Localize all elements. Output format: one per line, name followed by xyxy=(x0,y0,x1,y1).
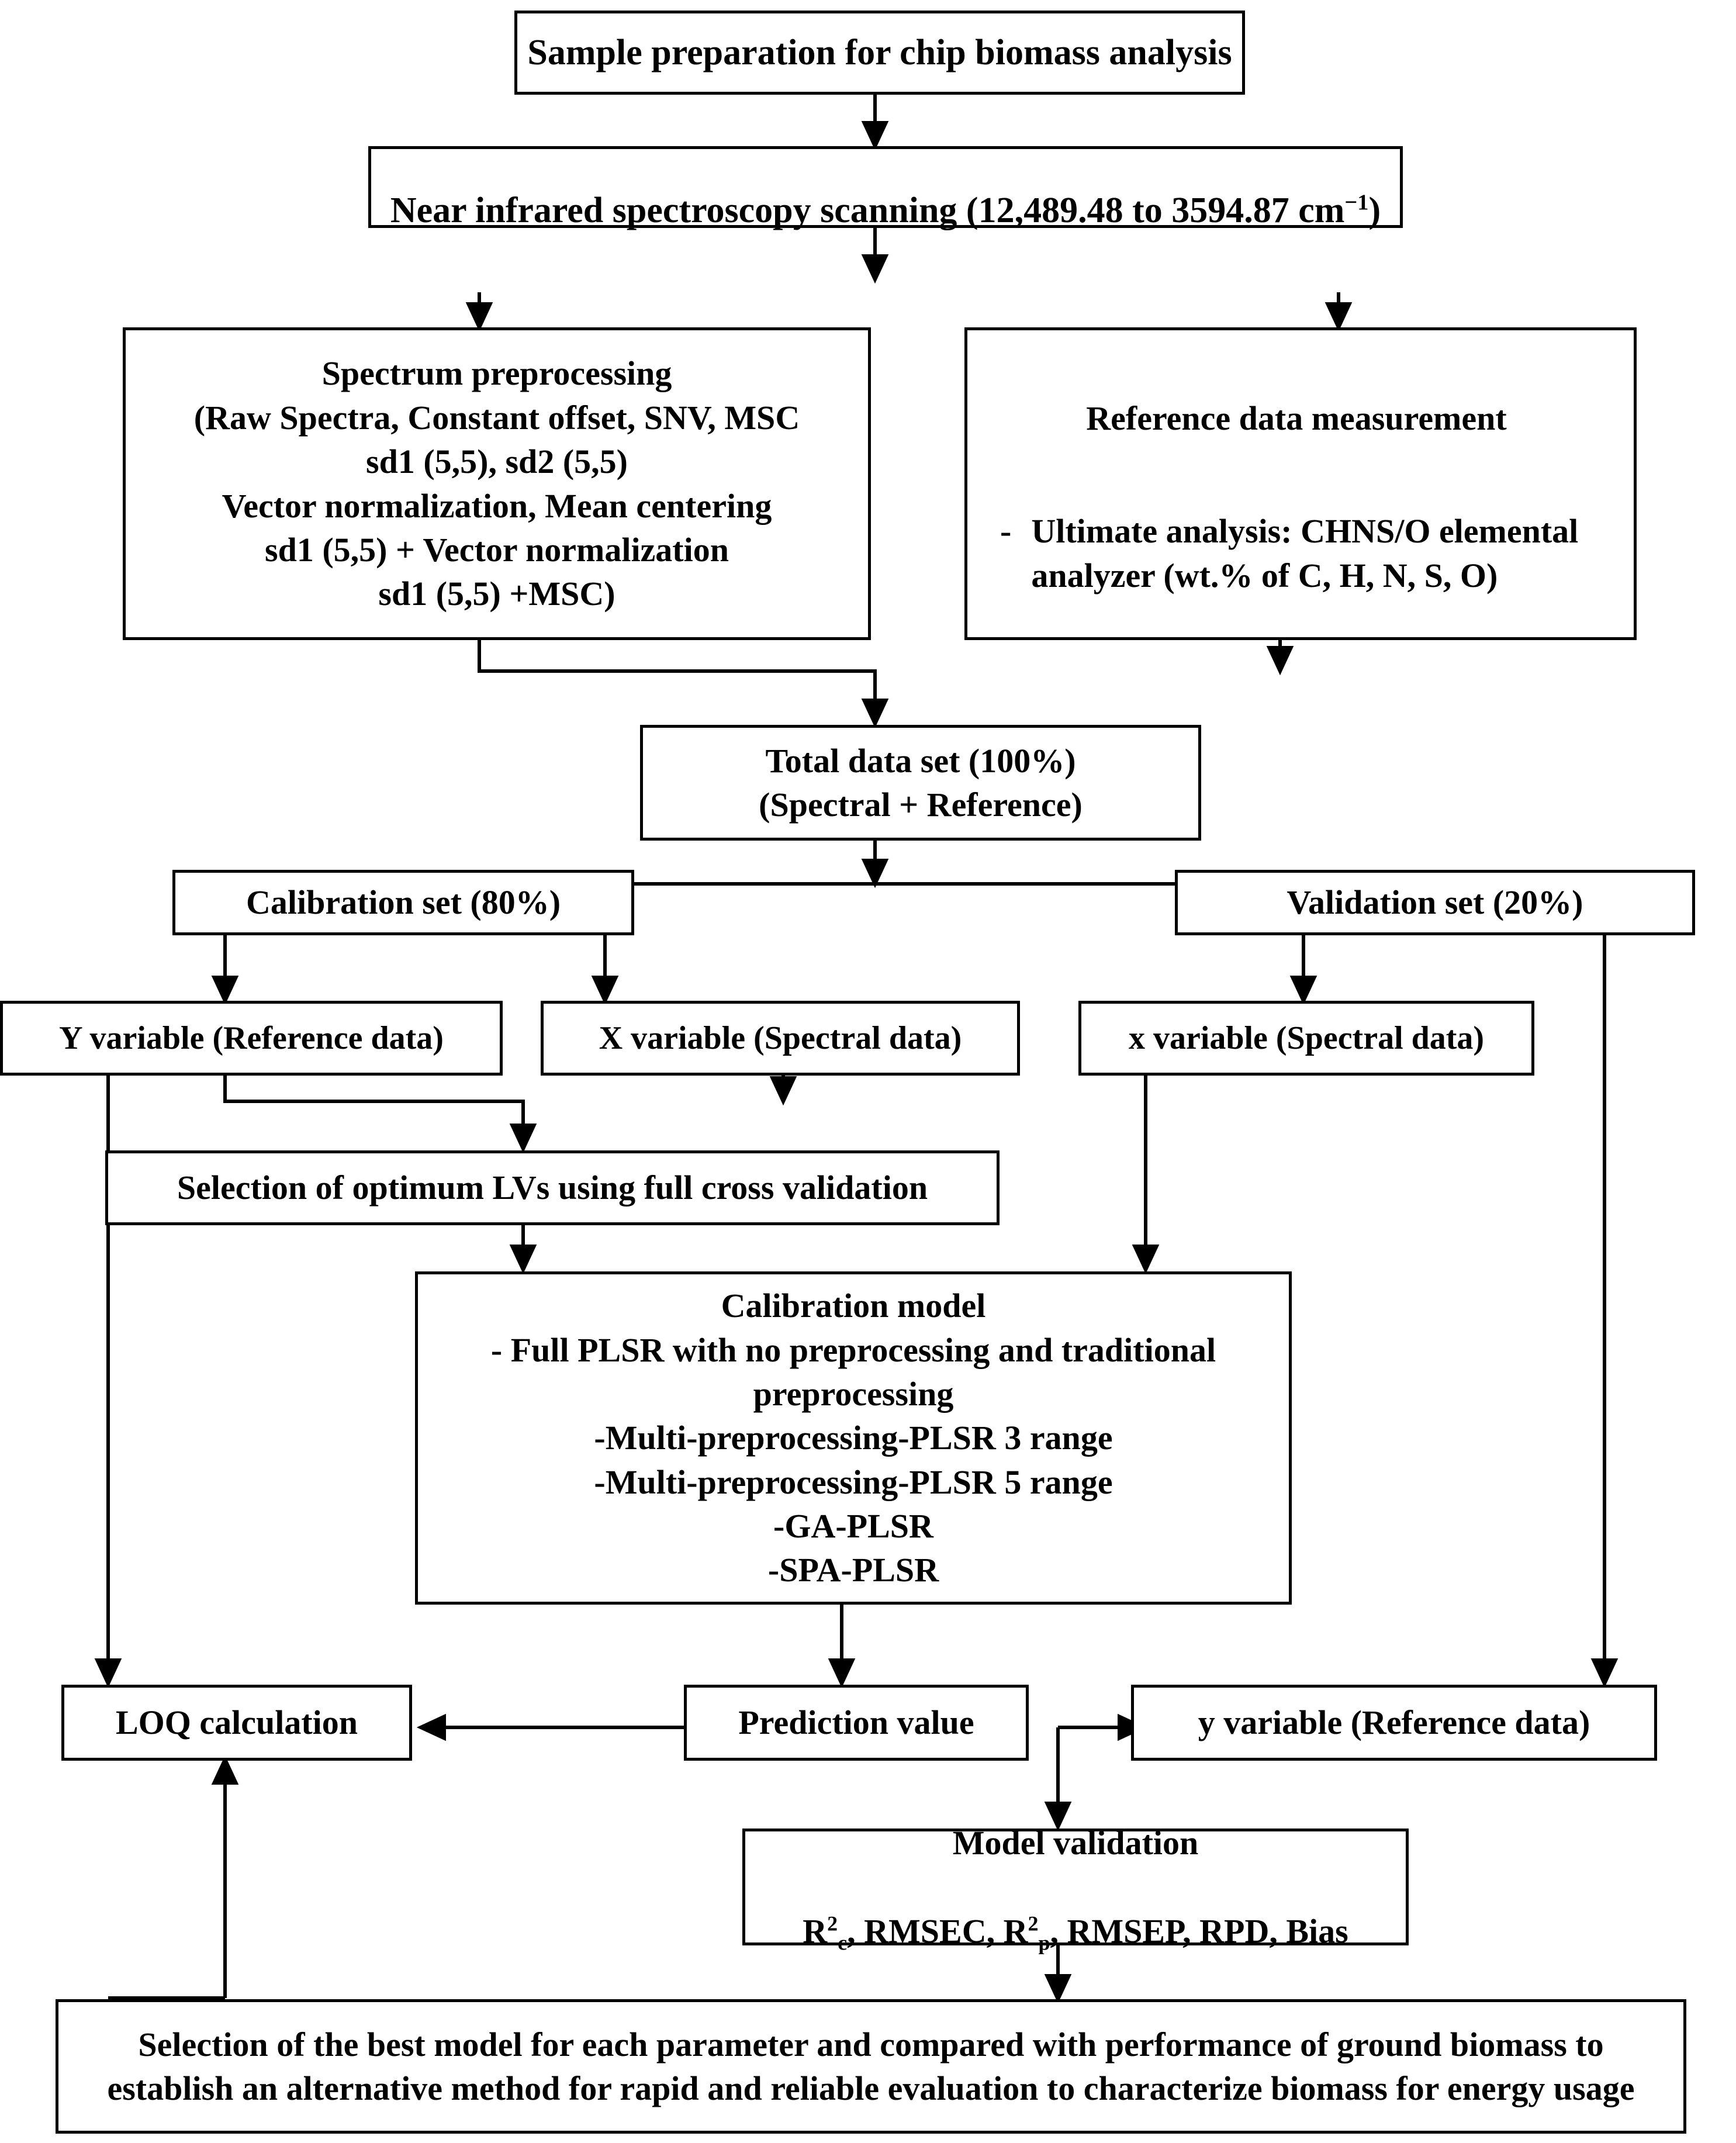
node-total-data-set[interactable]: Total data set (100%) (Spectral + Refere… xyxy=(640,725,1201,841)
metric-r2p-base: R xyxy=(1003,1912,1028,1950)
metric-r2c-sub: c xyxy=(838,1931,848,1955)
node-reference-data-title: Reference data measurement xyxy=(1086,399,1507,438)
node-calibration-model-label: Calibration model - Full PLSR with no pr… xyxy=(490,1287,1216,1589)
nir-suffix: ) xyxy=(1368,191,1381,230)
node-calibration-model[interactable]: Calibration model - Full PLSR with no pr… xyxy=(415,1271,1292,1605)
node-reference-data-item: Ultimate analysis: CHNS/O elemental anal… xyxy=(1031,512,1579,594)
node-spectrum-preprocessing[interactable]: Spectrum preprocessing (Raw Spectra, Con… xyxy=(123,327,871,640)
node-final-conclusion-label: Selection of the best model for each par… xyxy=(107,2025,1635,2107)
node-validation-set-label: Validation set (20%) xyxy=(1287,883,1583,922)
node-prediction-value-label: Prediction value xyxy=(738,1703,974,1742)
node-lv-selection[interactable]: Selection of optimum LVs using full cros… xyxy=(105,1150,1000,1225)
metric-r2p-sup: 2 xyxy=(1028,1912,1039,1935)
metric-r2c-sup: 2 xyxy=(827,1912,838,1935)
node-total-data-set-label: Total data set (100%) (Spectral + Refere… xyxy=(759,741,1083,824)
node-loq-calculation-label: LOQ calculation xyxy=(115,1703,358,1742)
nir-superscript: −1 xyxy=(1344,190,1369,215)
metric-mid: , RMSEC, xyxy=(847,1912,1004,1950)
arrow-tail-group xyxy=(108,1726,1143,2000)
metric-r2c-base: R xyxy=(803,1912,828,1950)
node-lv-selection-label: Selection of optimum LVs using full cros… xyxy=(177,1169,928,1207)
node-y-variable-reference-lower-label: y variable (Reference data) xyxy=(1198,1703,1590,1742)
node-x-variable-spectral-val-label: x variable (Spectral data) xyxy=(1128,1019,1485,1056)
node-model-validation-metrics: R2c, RMSEC, R2p, RMSEP, RPD, Bias xyxy=(753,1909,1398,1955)
node-spectrum-preprocessing-label: Spectrum preprocessing (Raw Spectra, Con… xyxy=(193,354,800,613)
node-calibration-set-label: Calibration set (80%) xyxy=(245,883,561,922)
node-validation-set[interactable]: Validation set (20%) xyxy=(1175,870,1695,935)
node-model-validation-content: Model validation R2c, RMSEC, R2p, RMSEP,… xyxy=(745,1777,1406,1997)
node-calibration-set[interactable]: Calibration set (80%) xyxy=(172,870,634,935)
node-y-variable-reference-label: Y variable (Reference data) xyxy=(59,1019,444,1056)
bullet-dash-icon: - xyxy=(1000,512,1012,551)
node-reference-data-content: Reference data measurement - Ultimate an… xyxy=(967,352,1634,641)
metric-tail: , RMSEP, RPD, Bias xyxy=(1050,1912,1348,1950)
node-prediction-value[interactable]: Prediction value xyxy=(684,1685,1029,1761)
node-final-conclusion[interactable]: Selection of the best model for each par… xyxy=(56,1999,1686,2134)
node-x-variable-spectral-cal[interactable]: X variable (Spectral data) xyxy=(541,1001,1020,1076)
node-sample-preparation[interactable]: Sample preparation for chip biomass anal… xyxy=(514,11,1245,95)
node-nir-scanning-label: Near infrared spectroscopy scanning (12,… xyxy=(371,140,1400,234)
node-y-variable-reference[interactable]: Y variable (Reference data) xyxy=(0,1001,503,1076)
metric-r2p-sub: p xyxy=(1038,1931,1050,1955)
node-x-variable-spectral-cal-label: X variable (Spectral data) xyxy=(599,1019,962,1056)
node-sample-preparation-label: Sample preparation for chip biomass anal… xyxy=(527,32,1232,72)
node-y-variable-reference-lower[interactable]: y variable (Reference data) xyxy=(1131,1685,1657,1761)
node-loq-calculation[interactable]: LOQ calculation xyxy=(61,1685,412,1761)
node-x-variable-spectral-val[interactable]: x variable (Spectral data) xyxy=(1078,1001,1534,1076)
node-nir-scanning[interactable]: Near infrared spectroscopy scanning (12,… xyxy=(368,146,1403,230)
node-reference-data-measurement[interactable]: Reference data measurement - Ultimate an… xyxy=(964,327,1637,640)
node-model-validation[interactable]: Model validation R2c, RMSEC, R2p, RMSEP,… xyxy=(742,1824,1409,1953)
node-model-validation-title: Model validation xyxy=(952,1823,1199,1862)
nir-prefix: Near infrared spectroscopy scanning (12,… xyxy=(390,191,1345,230)
